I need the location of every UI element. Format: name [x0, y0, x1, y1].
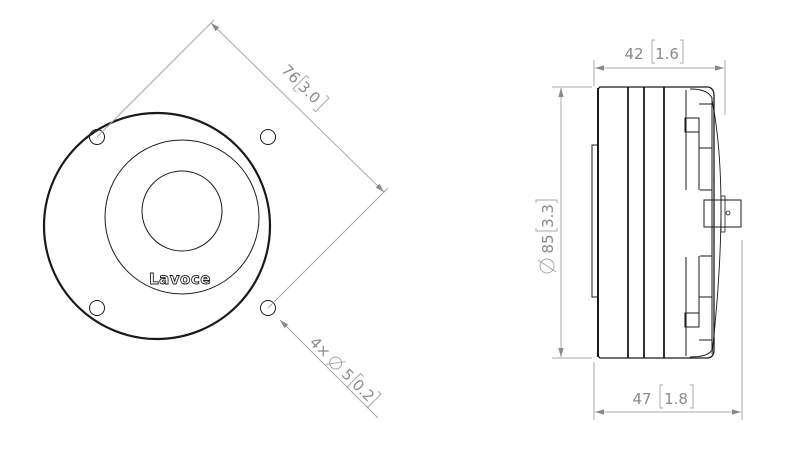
overall-depth-inch: 1.8 — [664, 390, 688, 408]
overall-depth-mm: 47 — [632, 390, 651, 408]
hole-count: 4× — [306, 333, 334, 361]
side-view: 42 1.6 85 3.3 — [535, 39, 743, 420]
outer-flange-circle — [42, 111, 272, 341]
bolt-circle-inch: 3.0 — [294, 78, 324, 108]
outer-diameter-dimension: 85 3.3 — [535, 86, 592, 359]
mounting-hole-dimension: 4× 5 0.2 — [279, 319, 382, 419]
outer-diameter-inch: 3.3 — [539, 204, 557, 228]
mounting-hole-top-right — [260, 129, 276, 145]
body-depth-inch: 1.6 — [655, 45, 679, 63]
throat-circle — [141, 170, 223, 252]
rear-cap — [684, 88, 742, 358]
diameter-symbol-icon — [325, 356, 346, 370]
bolt-circle-mm: 76 — [278, 61, 304, 87]
inner-ring-circle — [104, 139, 260, 295]
brand-logo: Lavoce — [149, 270, 211, 288]
terminal-tab — [703, 195, 742, 233]
body-depth-dimension: 42 1.6 — [593, 39, 726, 115]
body-outline — [597, 86, 715, 359]
outer-diameter-mm: 85 — [539, 234, 557, 253]
mounting-hole-bottom-left — [89, 300, 105, 316]
mounting-hole-top-left — [89, 129, 105, 145]
body-depth-mm: 42 — [624, 45, 643, 63]
front-view: Lavoce 76 3.0 4× 5 — [42, 19, 389, 419]
mounting-hole-bottom-right — [260, 300, 276, 316]
overall-depth-dimension: 47 1.8 — [593, 240, 743, 420]
diameter-symbol-icon — [537, 258, 557, 274]
